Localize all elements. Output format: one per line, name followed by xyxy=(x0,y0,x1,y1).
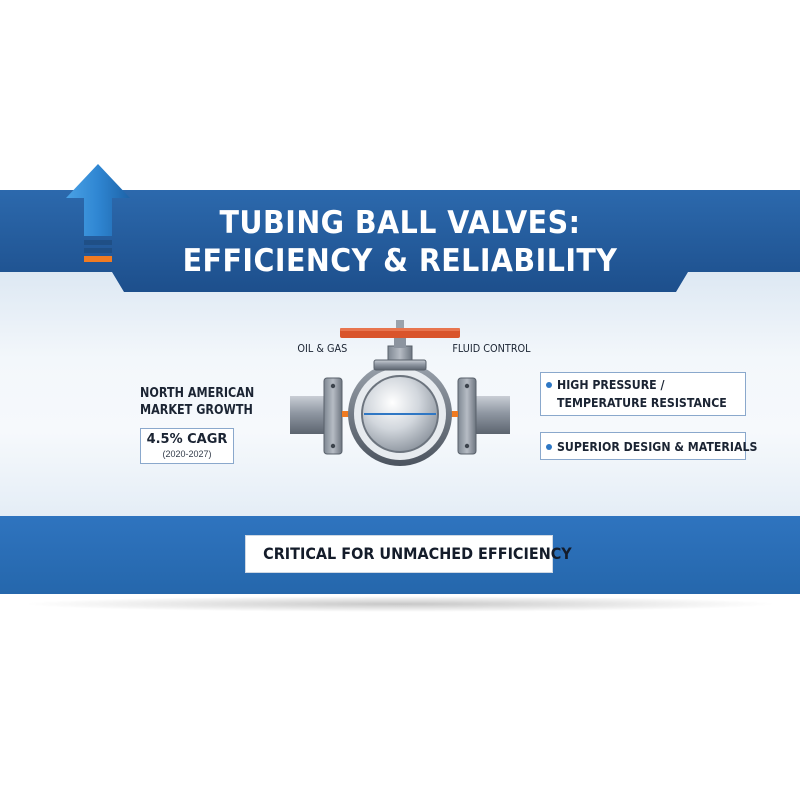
title-band: TUBING BALL VALVES: EFFICIENCY & RELIABI… xyxy=(0,190,800,292)
tagline-text: CRITICAL FOR UNMACHED EFFICIENCY xyxy=(263,544,572,563)
feature-superior-design: SUPERIOR DESIGN & MATERIALS xyxy=(540,432,757,460)
growth-label-line-1: NORTH AMERICAN xyxy=(140,386,255,401)
feature-line-1: HIGH PRESSURE / xyxy=(557,377,665,392)
tagline-box: CRITICAL FOR UNMACHED EFFICIENCY xyxy=(245,535,572,573)
infographic-banner: TUBING BALL VALVES: EFFICIENCY & RELIABI… xyxy=(0,190,800,594)
bullet-icon xyxy=(546,444,552,450)
bullet-icon xyxy=(546,382,552,388)
cagr-box: 4.5% CAGR (2020-2027) xyxy=(140,428,234,464)
oil-gas-label: OIL & GAS xyxy=(297,342,348,355)
feature-high-pressure: HIGH PRESSURE / TEMPERATURE RESISTANCE xyxy=(540,372,746,416)
cagr-value: 4.5% CAGR xyxy=(146,432,228,447)
feature-line-1: SUPERIOR DESIGN & MATERIALS xyxy=(557,439,758,454)
banner-shadow xyxy=(20,596,780,612)
ball-valve-icon xyxy=(290,320,510,466)
bottom-band: CRITICAL FOR UNMACHED EFFICIENCY xyxy=(0,516,800,594)
fluid-control-label: FLUID CONTROL xyxy=(452,342,531,355)
cagr-period: (2020-2027) xyxy=(162,449,212,459)
feature-line-2: TEMPERATURE RESISTANCE xyxy=(557,395,727,410)
title-line-2: EFFICIENCY & RELIABILITY xyxy=(182,243,618,279)
title-line-1: TUBING BALL VALVES: xyxy=(219,205,581,241)
growth-label-line-2: MARKET GROWTH xyxy=(140,403,253,418)
page-title: TUBING BALL VALVES: EFFICIENCY & RELIABI… xyxy=(32,204,768,280)
growth-arrow-icon xyxy=(66,164,130,262)
growth-label: NORTH AMERICAN MARKET GROWTH xyxy=(140,385,255,419)
